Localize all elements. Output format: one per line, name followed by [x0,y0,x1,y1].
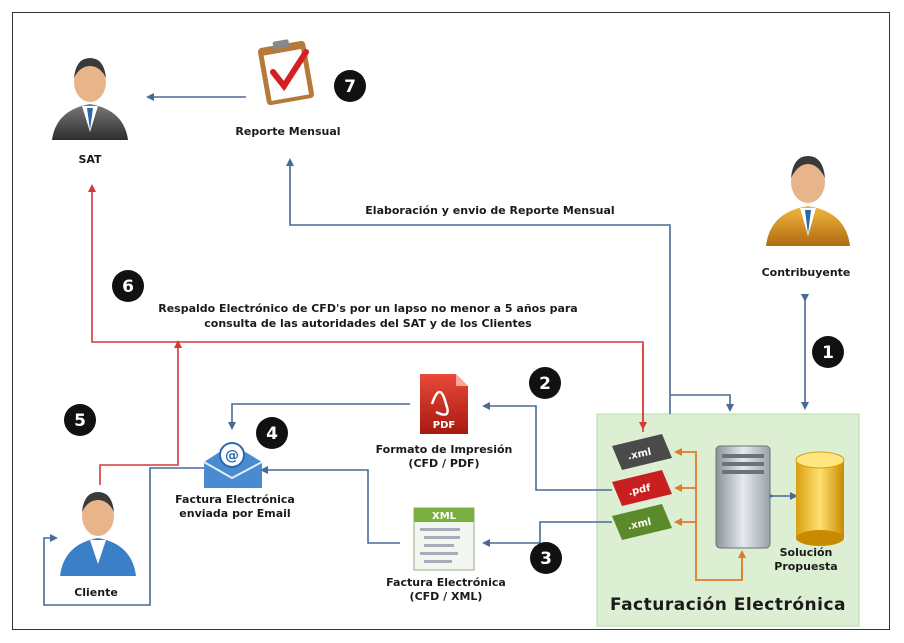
pdf-file-icon: .pdf [612,470,672,506]
step-badge-1: 1 [812,336,844,368]
xml-file-bottom-label: .xml [627,517,653,533]
arrow-cliente-up [99,340,182,485]
clipboard-check-icon [257,39,315,106]
pdf-file-label: .pdf [627,483,652,499]
arrow-to-server [670,394,734,412]
pdf-document-icon: PDF [420,374,468,434]
email-icon: @ [203,442,263,488]
elaboracion-label: Elaboración y envio de Reporte Mensual [365,204,614,217]
step-badge-3: 3 [530,542,562,574]
reporte-label: Reporte Mensual [235,125,340,138]
arrow-elaboracion [286,158,671,414]
server-icon [715,445,771,549]
respaldo-label-line1: Respaldo Electrónico de CFD's por un lap… [158,302,577,315]
contribuyente-label: Contribuyente [762,266,851,279]
xml-icon-label: XML [432,511,457,522]
arrow-pdf-to-email [228,403,410,430]
svg-text:3: 3 [540,549,552,569]
svg-text:6: 6 [122,277,134,297]
arrow-pdf-file-to-pdf [482,402,612,491]
formato-label-line1: Formato de Impresión [376,443,513,456]
arrow-email-to-cliente [43,467,210,606]
respaldo-label-line2: consulta de las autoridades del SAT y de… [204,317,532,330]
xml-file-top-label: .xml [627,447,653,463]
svg-text:5: 5 [74,411,86,431]
sat-label: SAT [78,153,102,166]
arrow-xml-file-to-xml [482,521,612,547]
xml-document-icon: XML [413,507,475,571]
factura-xml-label-line2: (CFD / XML) [410,590,483,603]
arrow-xml-to-email [260,466,400,544]
step-badge-7: 7 [334,70,366,102]
sat-person-icon [52,58,128,140]
factura-xml-label-line1: Factura Electrónica [386,576,506,589]
svg-text:4: 4 [266,424,278,444]
cliente-label: Cliente [74,586,118,599]
solucion-label-line1: Solución [780,546,833,559]
step-badge-2: 2 [529,367,561,399]
svg-text:2: 2 [539,374,551,394]
pdf-icon-label: PDF [433,420,455,431]
svg-text:@: @ [225,448,239,464]
xml-file-icon-top: .xml [612,434,672,470]
solucion-label-line2: Propuesta [774,560,837,573]
step-badge-6: 6 [112,270,144,302]
svg-text:1: 1 [822,343,834,363]
facturacion-title: Facturación Electrónica [610,595,846,615]
factura-email-label-line1: Factura Electrónica [175,493,295,506]
cliente-person-icon [60,492,136,576]
step-badge-5: 5 [64,404,96,436]
database-cylinder-icon [795,451,845,546]
xml-file-icon-bottom: .xml [612,504,672,540]
svg-text:7: 7 [344,77,356,97]
formato-label-line2: (CFD / PDF) [408,457,479,470]
factura-email-label-line2: enviada por Email [179,507,290,520]
contribuyente-person-icon [766,156,850,246]
step-badge-4: 4 [256,417,288,449]
